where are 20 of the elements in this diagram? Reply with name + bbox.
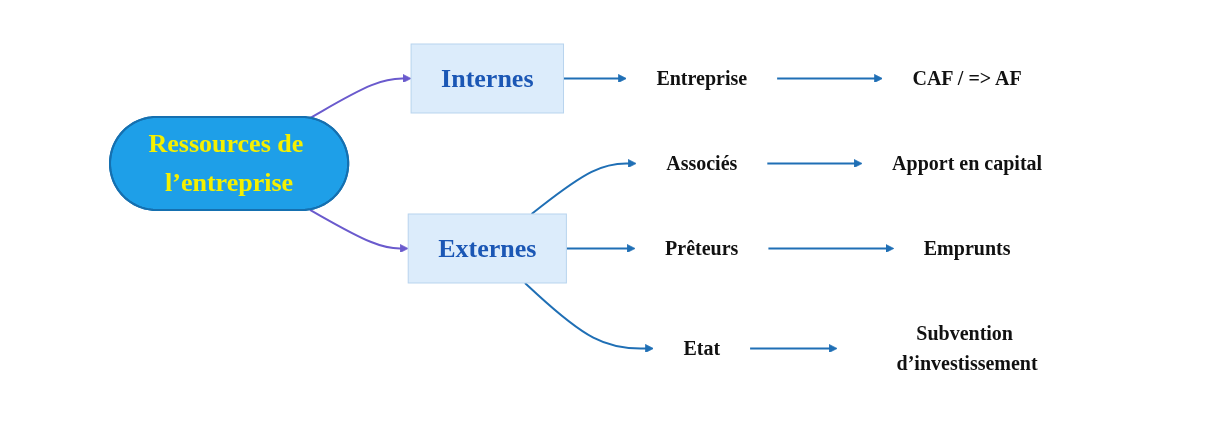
node-text: Apport en capital bbox=[892, 152, 1043, 175]
node-text: Emprunts bbox=[924, 237, 1011, 260]
node-text: Etat bbox=[683, 337, 721, 360]
node-text: Subvention d’investissement bbox=[896, 322, 1039, 375]
node-box: Internes bbox=[411, 43, 565, 114]
node-box: Externes bbox=[408, 213, 568, 284]
arrow bbox=[562, 74, 628, 84]
arrow bbox=[767, 244, 895, 254]
arrow bbox=[766, 159, 863, 169]
arrow bbox=[524, 282, 655, 354]
arrow bbox=[776, 74, 884, 84]
arrow bbox=[749, 344, 838, 354]
arrow bbox=[309, 209, 410, 254]
node-text: CAF / => AF bbox=[912, 67, 1023, 90]
node-text: Entreprise bbox=[656, 67, 748, 90]
node-text: Prêteurs bbox=[665, 237, 739, 260]
arrow bbox=[531, 159, 638, 216]
node-text: Associés bbox=[666, 152, 738, 175]
arrow bbox=[309, 74, 412, 120]
arrow bbox=[565, 244, 636, 254]
